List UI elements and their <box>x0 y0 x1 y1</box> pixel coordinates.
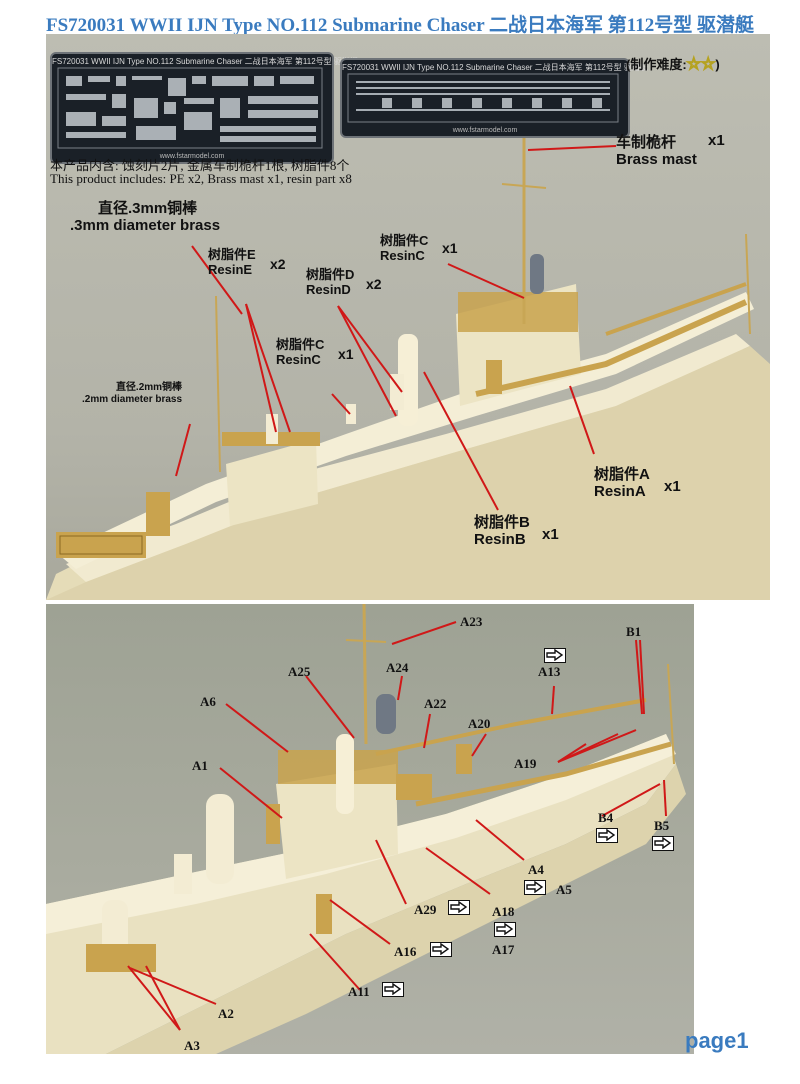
part-label-a5: A5 <box>556 882 572 897</box>
fret1-url: www.fstarmodel.com <box>159 153 225 160</box>
photo-etch-fret-2: FS720031 WWII IJN Type NO.112 Submarine … <box>340 58 648 138</box>
resin-e-cn: 树脂件E <box>208 247 256 262</box>
resin-d-cn: 树脂件D <box>306 267 355 282</box>
fret2-parts-icon <box>347 73 619 123</box>
includes-english: This product includes: PE x2, Brass mast… <box>50 171 352 186</box>
brass-mast-en: Brass mast <box>616 151 697 169</box>
resin-c2-en: ResinC <box>276 351 321 367</box>
part-label-a20: A20 <box>468 716 491 731</box>
difficulty-rating: (制作难度:☆☆) <box>626 54 720 74</box>
overview-photo: FS720031 WWII IJN Type NO.112 Submarine … <box>46 34 770 600</box>
difficulty-close: ) <box>715 57 720 72</box>
part-label-a17: A17 <box>492 942 515 957</box>
part-label-a1: A1 <box>192 758 208 773</box>
part-label-a23: A23 <box>460 614 483 629</box>
part-label-a3: A3 <box>184 1038 200 1053</box>
difficulty-label: (制作难度: <box>626 57 687 72</box>
resin-b-en: ResinB <box>474 531 526 549</box>
fret2-label: FS720031 WWII IJN Type NO.112 Submarine … <box>342 63 648 72</box>
part-label-a2: A2 <box>218 1006 234 1021</box>
resin-d-qty: x2 <box>366 276 382 292</box>
brass-2mm-label: 直径.2mm铜棒 .2mm diameter brass <box>82 382 182 405</box>
photo-etch-fret-1: FS720031 WWII IJN Type NO.112 Submarine … <box>50 52 358 164</box>
part-label-a11: A11 <box>348 984 370 999</box>
part-label-a24: A24 <box>386 660 409 675</box>
part-label-a13: A13 <box>538 664 561 679</box>
resin-a-qty: x1 <box>664 478 681 495</box>
resin-d-en: ResinD <box>306 281 351 297</box>
fret1-label: FS720031 WWII IJN Type NO.112 Submarine … <box>52 57 358 66</box>
arrow-icon-a11 <box>382 982 404 997</box>
resin-b-qty: x1 <box>542 526 559 543</box>
part-label-a16: A16 <box>394 944 417 959</box>
part-label-b1: B1 <box>626 624 642 639</box>
arrow-icon-a16 <box>430 942 452 957</box>
resin-a-en: ResinA <box>594 483 646 501</box>
arrow-icon-a29 <box>448 900 470 915</box>
resin-c1-en: ResinC <box>380 247 425 263</box>
resin-c1-cn: 树脂件C <box>380 233 429 248</box>
resin-e-en: ResinE <box>208 261 253 277</box>
part-label-b4: B4 <box>598 810 614 825</box>
fret2-url: www.fstarmodel.com <box>452 127 518 134</box>
resin-c1-qty: x1 <box>442 240 458 256</box>
top-leader-lines <box>175 145 617 511</box>
brass-3mm-en: .3mm diameter brass <box>70 217 221 235</box>
resin-b-cn: 树脂件B <box>474 514 530 531</box>
resin-d-label: 树脂件D ResinD <box>306 267 355 298</box>
bottom-leader-lines <box>127 621 667 1031</box>
part-label-a22: A22 <box>424 696 447 711</box>
arrow-icon-a5 <box>524 880 546 895</box>
arrow-icon-a13 <box>544 648 566 663</box>
part-label-a29: A29 <box>414 902 437 917</box>
page-title: FS720031 WWII IJN Type NO.112 Submarine … <box>45 15 754 36</box>
part-label-a25: A25 <box>288 664 311 679</box>
part-label-a18: A18 <box>492 904 515 919</box>
brass-3mm-cn: 直径.3mm铜棒 <box>98 200 198 217</box>
arrow-icon-a17 <box>494 922 516 937</box>
brass-mast-cn: 车制桅杆 <box>616 134 677 151</box>
brass-mast-label: 车制桅杆 Brass mast <box>616 134 697 169</box>
page-number: page1 <box>685 1028 749 1053</box>
part-label-a6: A6 <box>200 694 216 709</box>
brass-3mm-label: 直径.3mm铜棒 .3mm diameter brass <box>70 200 220 235</box>
resin-c1-label: 树脂件C ResinC <box>380 233 429 264</box>
fret1-parts-icon <box>57 67 323 149</box>
star-icon: ☆☆ <box>686 56 716 74</box>
part-label-a4: A4 <box>528 862 544 877</box>
resin-b-label: 树脂件B ResinB <box>474 514 530 549</box>
resin-c2-label: 树脂件C ResinC <box>276 337 325 368</box>
brass-2mm-cn: 直径.2mm铜棒 <box>115 382 183 393</box>
arrow-icon-b4 <box>596 828 618 843</box>
resin-e-label: 树脂件E ResinE <box>208 247 256 278</box>
brass-2mm-en: .2mm diameter brass <box>82 393 183 405</box>
includes-chinese: 本产品内含: 蚀刻片2片, 金属车制桅杆1根, 树脂件8个 <box>50 158 350 173</box>
resin-e-qty: x2 <box>270 256 286 272</box>
resin-a-cn: 树脂件A <box>594 466 650 483</box>
arrow-icon-b5 <box>652 836 674 851</box>
part-label-b5: B5 <box>654 818 670 833</box>
detail-photo <box>46 604 694 1054</box>
resin-c2-cn: 树脂件C <box>276 337 325 352</box>
brass-mast-qty: x1 <box>708 132 725 149</box>
resin-c2-qty: x1 <box>338 346 354 362</box>
ship-illustration-top <box>46 114 770 600</box>
ship-illustration-bottom <box>46 604 686 1054</box>
part-label-a19: A19 <box>514 756 537 771</box>
resin-a-label: 树脂件A ResinA <box>594 466 650 501</box>
